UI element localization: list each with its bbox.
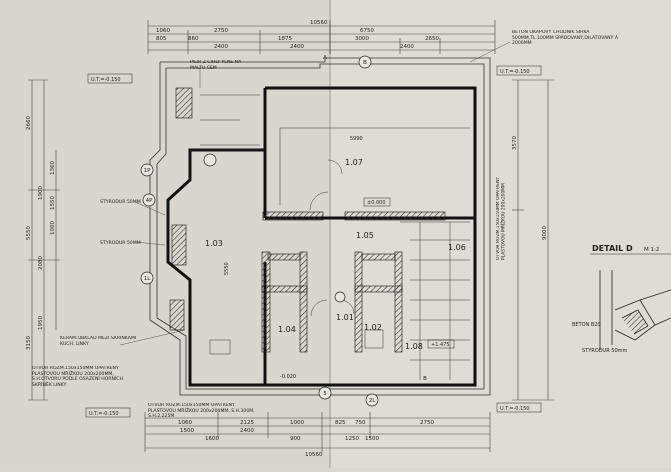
elevation-plus: +1.475 <box>431 342 450 348</box>
room-number: 1.04 <box>278 325 296 334</box>
level-label: U.T.=-0.150 <box>500 406 530 412</box>
dim-top: 2650 <box>425 36 439 42</box>
otvor-bottom-note: OTVOR ROZM.150x150MM OPATŘENÝ PLASTOVOU … <box>148 403 255 419</box>
dim-left: 1550 <box>50 196 56 210</box>
dim-left: 5550 <box>26 226 32 240</box>
dim-top: 860 <box>188 36 199 42</box>
dim-top: 2750 <box>214 28 228 34</box>
axis-label: 4P <box>146 198 153 204</box>
hatched-walls <box>169 87 446 353</box>
dim-left: 1000 <box>50 221 56 235</box>
dim-top: 2400 <box>214 44 228 50</box>
level-label: U.T.=-0.150 <box>91 77 121 83</box>
axis-label: A <box>323 55 327 61</box>
dim-left: 3150 <box>26 336 32 350</box>
axis-label: 5 <box>323 391 327 397</box>
detail-d: DETAIL D M 1:2 BETON B20 STYRODUR 50mm <box>572 244 671 354</box>
level-labels: U.T.=-0.150 U.T.=-0.150 U.T.=-0.150 U.T.… <box>85 65 542 418</box>
dim-bottom: 825 <box>335 420 346 426</box>
dim-bottom: 900 <box>290 436 301 442</box>
axis-label: B <box>423 376 427 382</box>
room-number: 1.06 <box>448 243 466 252</box>
axis-markers <box>140 55 379 407</box>
level-label: U.T.=-0.150 <box>500 69 530 75</box>
dim-left: 1950 <box>38 316 44 330</box>
elevation-minus: -0.020 <box>280 374 296 380</box>
dim-top: 805 <box>156 36 167 42</box>
dim-bottom-total: 10560 <box>305 452 323 458</box>
dim-bottom: 1600 <box>205 436 219 442</box>
keram-note: KERAM.OBKLAD MEZI SKŘÍŇKAMI KUCH. LINKY <box>60 336 136 347</box>
bottom-dimension-texts: 1060 2125 1000 825 750 2750 2400 1500 16… <box>178 420 434 458</box>
axis-label: B <box>363 60 367 66</box>
dim-top: 1875 <box>278 36 292 42</box>
dim-top: 2400 <box>290 44 304 50</box>
styrodur-note: STYRODUR 50MM <box>100 240 141 246</box>
dim-bottom: 1500 <box>180 428 194 434</box>
styrodur-note: STYRODUR 50MM <box>100 199 141 205</box>
left-dimension-lines <box>28 79 60 401</box>
right-dimension-texts: 3570 9000 <box>512 136 548 240</box>
dim-top: 6750 <box>360 28 374 34</box>
dim-right: 9000 <box>542 226 548 240</box>
dim-bottom: 1500 <box>365 436 379 442</box>
beton-note: BETON OKAPOVÝ CHODNÍK ŠÍŘKA 500MM,TL.100… <box>512 30 618 46</box>
room-labels: 1.07 5990 1.05 1.03 5550 1.04 1.01 1.02 … <box>205 136 466 351</box>
room-number: 1.05 <box>356 231 374 240</box>
room-number: 1.02 <box>364 323 382 332</box>
elevation-marks: ±0.000 -0.020 +1.475 <box>280 197 455 380</box>
axis-marker-labels: A B 5 2L 1P 4P 1L B <box>144 55 428 404</box>
room-number: 1.03 <box>205 239 223 248</box>
top-dimension-lines <box>147 20 496 54</box>
room-dimension: 5990 <box>350 136 363 142</box>
otvor-right-note: OTVOR ROZM.150x150MM OPATŘENÝ PLASTOVOU … <box>496 177 506 260</box>
dim-top: 1060 <box>156 28 170 34</box>
dim-left: 2080 <box>38 256 44 270</box>
otvor-left-note: OTVOR ROZM.150x150MM OPATŘENÝ PLASTOVOU … <box>32 366 123 388</box>
room-dimension: 5550 <box>224 262 230 275</box>
room-number: 1.07 <box>345 158 363 167</box>
axis-label: 2L <box>369 398 376 404</box>
interior-lines <box>190 94 470 380</box>
dim-bottom: 2750 <box>420 420 434 426</box>
axis-label: 1L <box>144 276 151 282</box>
dim-right: 3570 <box>512 136 518 150</box>
detail-title: DETAIL D <box>592 244 633 253</box>
pavement-outline <box>149 57 491 396</box>
top-dimension-texts: 10560 1060 2750 6750 805 2400 860 1875 3… <box>156 20 439 50</box>
dim-bottom: 1250 <box>345 436 359 442</box>
bottom-dimension-lines <box>144 412 491 452</box>
dim-top: 3000 <box>355 36 369 42</box>
dim-bottom: 2125 <box>240 420 254 426</box>
dim-bottom: 750 <box>355 420 366 426</box>
elevation-zero: ±0.000 <box>367 200 386 206</box>
level-label: U.T.=-0.150 <box>89 411 119 417</box>
room-number: 1.08 <box>405 342 423 351</box>
annotation-notes: BETON OKAPOVÝ CHODNÍK ŠÍŘKA 500MM,TL.100… <box>32 30 618 419</box>
room-number: 1.01 <box>336 313 354 322</box>
dim-top-total: 10560 <box>310 20 328 26</box>
dim-bottom: 1060 <box>178 420 192 426</box>
left-dimension-texts: 2660 1900 2080 5550 1550 1000 1360 1950 … <box>26 116 56 350</box>
dim-bottom: 2400 <box>240 428 254 434</box>
detail-beton: BETON B20 <box>572 322 601 328</box>
dim-top: 2400 <box>400 44 414 50</box>
detail-scale: M 1:2 <box>644 247 659 253</box>
dim-bottom: 1000 <box>290 420 304 426</box>
pillar-note: PILÍŘ Z CIHLY PLNÉ NA MALTU CEM <box>190 60 241 71</box>
detail-styrodur: STYRODUR 50mm <box>582 348 627 354</box>
axis-label: 1P <box>144 168 151 174</box>
dim-left: 1900 <box>38 186 44 200</box>
leader-lines <box>119 41 511 346</box>
right-dimension-lines <box>512 79 554 401</box>
dim-left: 1360 <box>50 161 56 175</box>
dim-left: 2660 <box>26 116 32 130</box>
